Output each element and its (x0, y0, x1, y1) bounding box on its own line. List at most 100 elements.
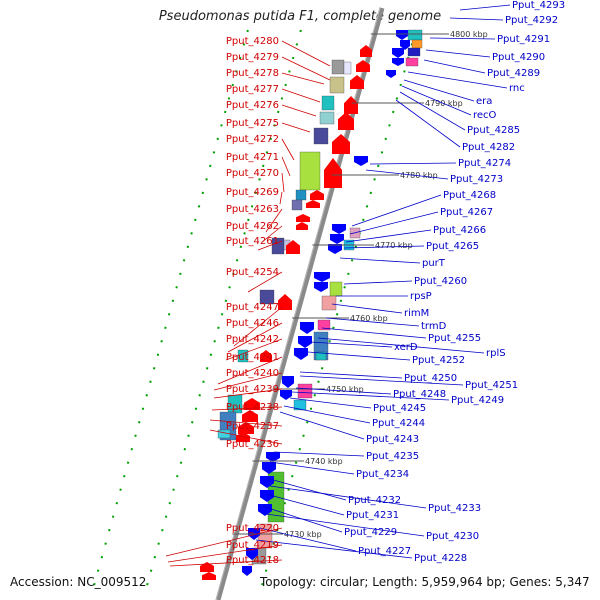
right-leader-25 (299, 371, 403, 379)
feature-block-2 (329, 76, 345, 94)
gene-arrow-r12 (298, 336, 312, 348)
gene-arrow-r8 (328, 244, 342, 254)
left-gene-label-1: Pput_4279 (226, 52, 279, 63)
right-leader-15 (343, 245, 425, 249)
right-leader-12 (351, 194, 442, 227)
right-leader-16 (339, 257, 421, 264)
feature-block-18 (407, 47, 421, 57)
right-gene-label-26: Pput_4251 (465, 380, 518, 391)
gene-arrow-r14 (282, 376, 294, 388)
right-gene-label-5: rnc (509, 83, 525, 94)
right-gene-label-0: Pput_4293 (512, 0, 565, 11)
feature-block-8 (291, 199, 303, 211)
gene-arrow-f7 (310, 190, 324, 200)
right-gene-label-14: Pput_4266 (433, 225, 486, 236)
feature-block-22 (329, 281, 343, 297)
right-leader-22 (317, 337, 485, 354)
gene-arrow-f16 (238, 422, 254, 434)
gene-arrow-r11 (300, 322, 314, 334)
accession-text: Accession: NC_009512 (10, 575, 147, 589)
feature-block-0 (331, 59, 345, 75)
left-gene-label-21: Pput_4237 (226, 421, 279, 432)
feature-block-19 (405, 57, 419, 67)
left-leader-12 (257, 240, 283, 251)
guide-dots-0 (91, 29, 249, 591)
gene-arrow-r19 (260, 490, 274, 502)
gene-arrow-r20 (258, 504, 272, 516)
right-gene-label-10: Pput_4274 (458, 158, 511, 169)
feature-block-5 (313, 127, 329, 145)
left-leader-6 (281, 138, 295, 161)
right-gene-label-27: Pput_4248 (393, 389, 446, 400)
feature-block-1 (343, 61, 352, 75)
left-leader-15 (227, 322, 283, 353)
left-leader-14 (233, 306, 283, 347)
left-leader-9 (279, 191, 283, 205)
gene-arrow-r17 (262, 462, 276, 474)
gene-arrow-r10 (314, 282, 328, 292)
right-gene-label-8: Pput_4285 (467, 125, 520, 136)
gene-arrow-r1 (400, 40, 410, 50)
right-leader-35 (269, 485, 427, 509)
right-gene-label-29: Pput_4245 (373, 403, 426, 414)
gene-arrow-r13 (294, 348, 308, 360)
right-leader-0 (459, 4, 511, 11)
right-gene-label-31: Pput_4243 (366, 434, 419, 445)
right-leader-5 (407, 71, 508, 89)
right-leader-30 (283, 405, 371, 424)
right-leader-32 (273, 451, 365, 457)
right-gene-label-33: Pput_4234 (356, 469, 409, 480)
feature-block-28 (293, 399, 307, 411)
gene-arrow-r23 (242, 566, 252, 576)
right-gene-label-1: Pput_4292 (505, 15, 558, 26)
right-leader-33 (269, 461, 355, 475)
gene-arrow-r22 (246, 548, 258, 560)
left-gene-label-16: Pput_4242 (226, 334, 279, 345)
left-leader-21 (209, 419, 283, 427)
left-leader-19 (213, 388, 283, 399)
left-gene-label-10: Pput_4263 (226, 204, 279, 215)
feature-block-23 (321, 295, 337, 311)
right-leader-40 (255, 539, 413, 559)
right-gene-label-21: Pput_4255 (428, 333, 481, 344)
gene-arrow-r16 (266, 452, 280, 462)
gene-arrow-r6 (332, 224, 346, 234)
gene-arrow-f13 (260, 350, 272, 362)
left-gene-label-22: Pput_4236 (226, 439, 279, 450)
right-gene-label-23: xerD (394, 342, 418, 353)
left-leader-1 (281, 56, 331, 81)
gene-arrow-f17 (236, 432, 250, 442)
right-gene-label-18: rpsP (410, 291, 432, 302)
tick-label-3: 4770 kbp (375, 241, 413, 250)
right-leader-31 (279, 411, 365, 440)
left-leader-2 (281, 72, 325, 85)
feature-block-11 (259, 289, 275, 305)
right-gene-label-13: Pput_4267 (440, 207, 493, 218)
right-leader-4 (423, 59, 486, 74)
gene-arrow-f8 (306, 200, 320, 208)
right-gene-label-38: Pput_4230 (426, 531, 479, 542)
gene-arrow-f1 (356, 60, 370, 72)
feature-block-6 (299, 151, 321, 191)
right-leader-14 (345, 229, 432, 243)
feature-block-24 (317, 319, 331, 331)
right-leader-34 (265, 477, 347, 501)
left-gene-label-3: Pput_4277 (226, 84, 279, 95)
right-leader-13 (349, 211, 439, 235)
tick-label-6: 4740 kbp (305, 457, 343, 466)
right-gene-label-19: rimM (404, 308, 429, 319)
right-leader-39 (259, 527, 357, 552)
gene-arrow-f10 (296, 222, 308, 230)
right-gene-label-12: Pput_4268 (443, 190, 496, 201)
left-leader-0 (281, 40, 331, 67)
gene-arrow-f15 (242, 410, 258, 422)
left-gene-label-12: Pput_4261 (226, 236, 279, 247)
left-gene-label-20: Pput_4238 (226, 402, 279, 413)
feature-block-26 (315, 351, 327, 361)
left-gene-label-5: Pput_4275 (226, 118, 279, 129)
left-leader-5 (281, 122, 311, 133)
right-gene-label-17: Pput_4260 (414, 276, 467, 287)
tick-label-5: 4750 kbp (326, 385, 364, 394)
gene-arrow-r7 (330, 234, 344, 244)
